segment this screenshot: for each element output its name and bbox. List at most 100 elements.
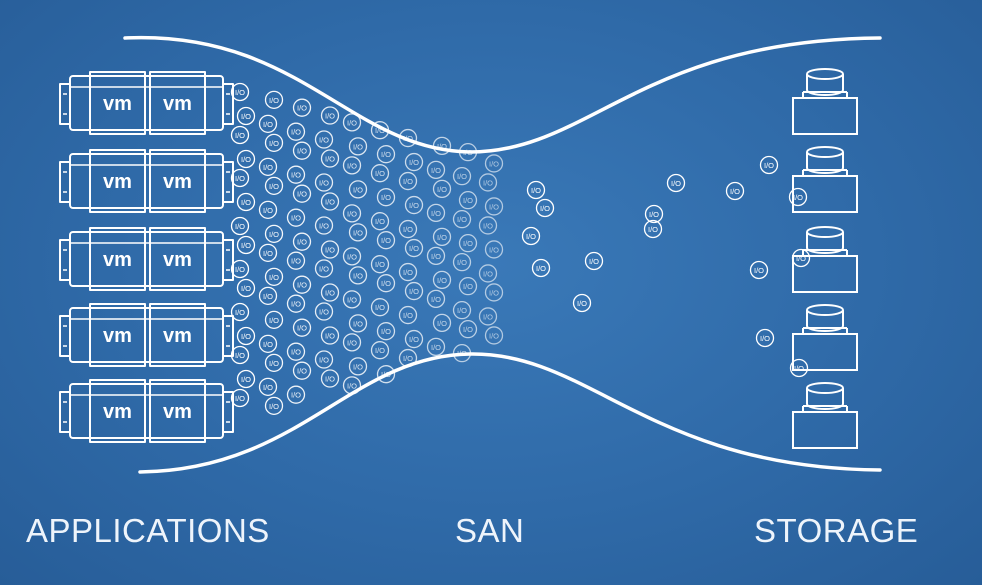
io-packet: I/O: [458, 277, 478, 296]
svg-text:I/O: I/O: [409, 158, 419, 167]
applications-label: APPLICATIONS: [26, 512, 270, 549]
io-packets: I/O I/O I/O I/O I/O I/O I/O I/O I/O I/O I/O I/O I/O I…: [230, 82, 811, 415]
svg-text:I/O: I/O: [291, 348, 301, 357]
io-packet: I/O: [320, 240, 340, 259]
io-packet: I/O: [230, 216, 250, 236]
svg-text:I/O: I/O: [648, 225, 658, 234]
svg-text:I/O: I/O: [325, 155, 335, 164]
svg-text:I/O: I/O: [437, 233, 447, 242]
io-packet: I/O: [404, 152, 424, 172]
vm-logo: vm: [103, 325, 132, 347]
svg-text:I/O: I/O: [297, 238, 307, 247]
svg-text:I/O: I/O: [269, 359, 279, 368]
vm-box-right: [149, 379, 206, 443]
svg-text:I/O: I/O: [403, 225, 413, 234]
io-packet: I/O: [258, 377, 278, 396]
svg-text:I/O: I/O: [325, 246, 335, 255]
io-packet: I/O: [788, 187, 808, 207]
vm-logo: vm: [103, 93, 132, 115]
svg-text:I/O: I/O: [760, 334, 770, 343]
svg-text:I/O: I/O: [463, 282, 473, 291]
svg-text:I/O: I/O: [291, 214, 301, 223]
io-packet: I/O: [432, 227, 452, 247]
io-packet: I/O: [398, 348, 418, 368]
io-packet: I/O: [230, 345, 250, 365]
svg-text:I/O: I/O: [263, 249, 273, 258]
svg-text:I/O: I/O: [409, 201, 419, 210]
vm-box-left: [89, 303, 146, 367]
io-packet: I/O: [370, 255, 390, 274]
vm-box-right: [149, 149, 206, 213]
io-packet: I/O: [458, 234, 478, 253]
vm-box-right: [149, 303, 206, 367]
io-packet: I/O: [789, 358, 809, 378]
svg-text:I/O: I/O: [463, 148, 473, 157]
io-packet: I/O: [258, 286, 278, 305]
io-packet: I/O: [398, 171, 418, 191]
svg-text:I/O: I/O: [409, 287, 419, 296]
svg-text:I/O: I/O: [353, 142, 363, 151]
svg-text:I/O: I/O: [325, 289, 335, 298]
io-packet: I/O: [286, 385, 306, 404]
io-packet: I/O: [348, 180, 368, 199]
svg-text:I/O: I/O: [375, 217, 385, 226]
storage-disk: [792, 146, 858, 213]
io-packet: I/O: [292, 98, 312, 117]
io-packet: I/O: [458, 191, 478, 210]
svg-text:I/O: I/O: [577, 299, 587, 308]
svg-text:I/O: I/O: [353, 319, 363, 328]
io-packet: I/O: [526, 180, 546, 200]
io-packet: I/O: [484, 326, 504, 345]
io-packet: I/O: [342, 204, 362, 223]
svg-text:I/O: I/O: [235, 265, 245, 274]
io-packet: I/O: [230, 259, 250, 279]
storage-disk: [792, 226, 858, 293]
funnel-top-curve: [123, 35, 882, 154]
svg-text:I/O: I/O: [754, 266, 764, 275]
svg-text:I/O: I/O: [437, 319, 447, 328]
svg-text:I/O: I/O: [375, 303, 385, 312]
io-packet: I/O: [759, 155, 779, 175]
svg-text:I/O: I/O: [437, 142, 447, 151]
svg-text:I/O: I/O: [269, 402, 279, 411]
svg-text:I/O: I/O: [353, 228, 363, 237]
svg-text:I/O: I/O: [489, 202, 499, 211]
io-packet: I/O: [286, 342, 306, 361]
svg-text:I/O: I/O: [463, 325, 473, 334]
svg-text:I/O: I/O: [319, 308, 329, 317]
svg-text:I/O: I/O: [796, 254, 806, 263]
svg-text:I/O: I/O: [325, 198, 335, 207]
io-packet: I/O: [531, 258, 551, 278]
svg-text:I/O: I/O: [297, 281, 307, 290]
svg-text:I/O: I/O: [431, 343, 441, 352]
svg-text:I/O: I/O: [325, 112, 335, 121]
storage-disks: [792, 68, 858, 449]
io-packet: I/O: [398, 305, 418, 325]
svg-text:I/O: I/O: [489, 288, 499, 297]
vm-box-right: [149, 71, 206, 135]
svg-text:I/O: I/O: [403, 177, 413, 186]
io-packet: I/O: [478, 307, 498, 326]
storage-disk: [792, 382, 858, 449]
io-packet: I/O: [320, 106, 340, 125]
svg-text:I/O: I/O: [241, 375, 251, 384]
io-packet: I/O: [236, 235, 256, 255]
io-packet: I/O: [370, 121, 390, 140]
io-packet: I/O: [404, 238, 424, 258]
svg-text:I/O: I/O: [457, 215, 467, 224]
svg-text:I/O: I/O: [297, 367, 307, 376]
io-packet: I/O: [370, 212, 390, 231]
io-packet: I/O: [230, 302, 250, 322]
svg-text:I/O: I/O: [291, 300, 301, 309]
svg-text:I/O: I/O: [531, 186, 541, 195]
io-packet: I/O: [314, 350, 334, 369]
svg-text:I/O: I/O: [353, 362, 363, 371]
io-packet: I/O: [398, 262, 418, 282]
svg-text:I/O: I/O: [319, 222, 329, 231]
io-packet: I/O: [264, 353, 284, 372]
svg-text:I/O: I/O: [457, 172, 467, 181]
svg-text:I/O: I/O: [489, 331, 499, 340]
